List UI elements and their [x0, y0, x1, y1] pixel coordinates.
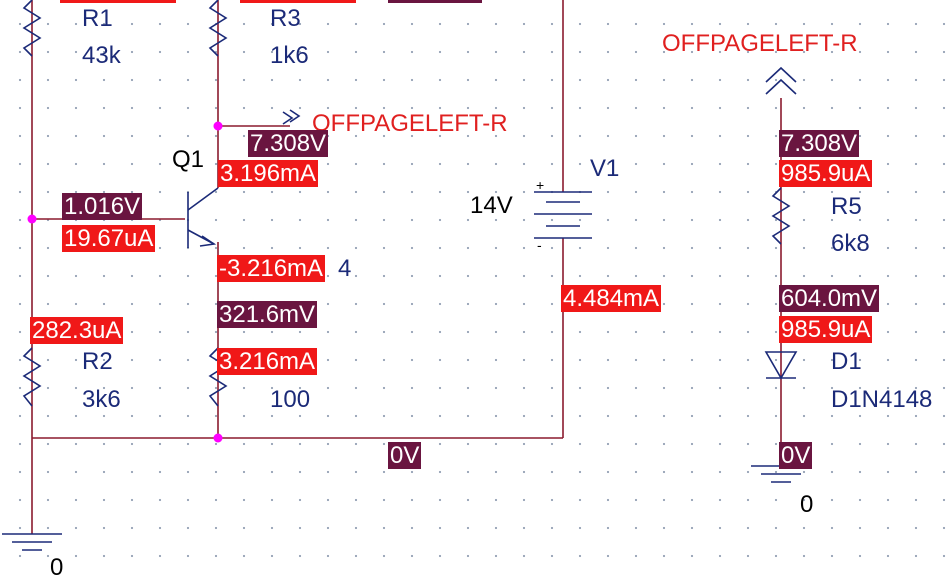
r5-ref: R5	[831, 193, 862, 220]
clipped-marker	[240, 0, 356, 3]
offpage-connector-right[interactable]: OFFPAGELEFT-R	[662, 30, 858, 57]
resistor-r3	[208, 0, 228, 57]
collector-current-marker[interactable]: 3.196mA	[218, 160, 319, 187]
clipped-marker	[388, 0, 482, 3]
r5-voltage-marker[interactable]: 7.308V	[779, 130, 860, 157]
r3-value: 1k6	[270, 42, 309, 69]
base-current-marker[interactable]: 19.67uA	[62, 225, 156, 252]
collector-voltage-marker[interactable]: 7.308V	[248, 130, 329, 157]
ground-voltage-marker[interactable]: 0V	[388, 442, 422, 469]
node-dots	[27, 121, 223, 443]
d1-ref: D1	[831, 348, 862, 375]
resistor-r1	[22, 0, 42, 57]
emitter-current-marker[interactable]: -3.216mA	[217, 255, 326, 282]
ground-right-label: 0	[800, 491, 814, 518]
offpage-connector-center[interactable]: OFFPAGELEFT-R	[312, 110, 508, 137]
r3-ref: R3	[270, 5, 301, 32]
v1-current-marker[interactable]: 4.484mA	[561, 285, 662, 312]
base-voltage-marker[interactable]: 1.016V	[62, 193, 143, 220]
r4-value: 100	[270, 386, 311, 413]
d1-voltage-marker[interactable]: 604.0mV	[779, 285, 880, 312]
resistor-r2	[22, 347, 42, 407]
resistor-r5	[771, 187, 791, 245]
d1-current-marker[interactable]: 985.9uA	[779, 316, 873, 343]
v1-plus: +	[536, 177, 545, 193]
v1-value: 14V	[470, 192, 513, 219]
r1-value: 43k	[82, 42, 121, 69]
d1-value: D1N4148	[831, 386, 933, 413]
r5-value: 6k8	[831, 230, 870, 257]
q1-ref: Q1	[172, 146, 205, 173]
r2-ref: R2	[82, 348, 113, 375]
v1-ref: V1	[590, 155, 620, 182]
ground-left-label: 0	[50, 554, 64, 581]
r5-current-marker[interactable]: 985.9uA	[779, 160, 873, 187]
parts	[2, 0, 811, 551]
r4-ref: 4	[338, 255, 352, 282]
r2-value: 3k6	[82, 386, 121, 413]
clipped-marker	[60, 0, 176, 3]
r1-ref: R1	[82, 5, 113, 32]
r2-current-marker[interactable]: 282.3uA	[30, 317, 124, 344]
v1-minus: -	[537, 237, 542, 253]
emitter-voltage-marker[interactable]: 321.6mV	[217, 301, 318, 328]
resistor-r4	[208, 347, 228, 407]
ground2-voltage-marker[interactable]: 0V	[779, 442, 813, 469]
emitter-resistor-current-marker[interactable]: 3.216mA	[217, 348, 318, 375]
